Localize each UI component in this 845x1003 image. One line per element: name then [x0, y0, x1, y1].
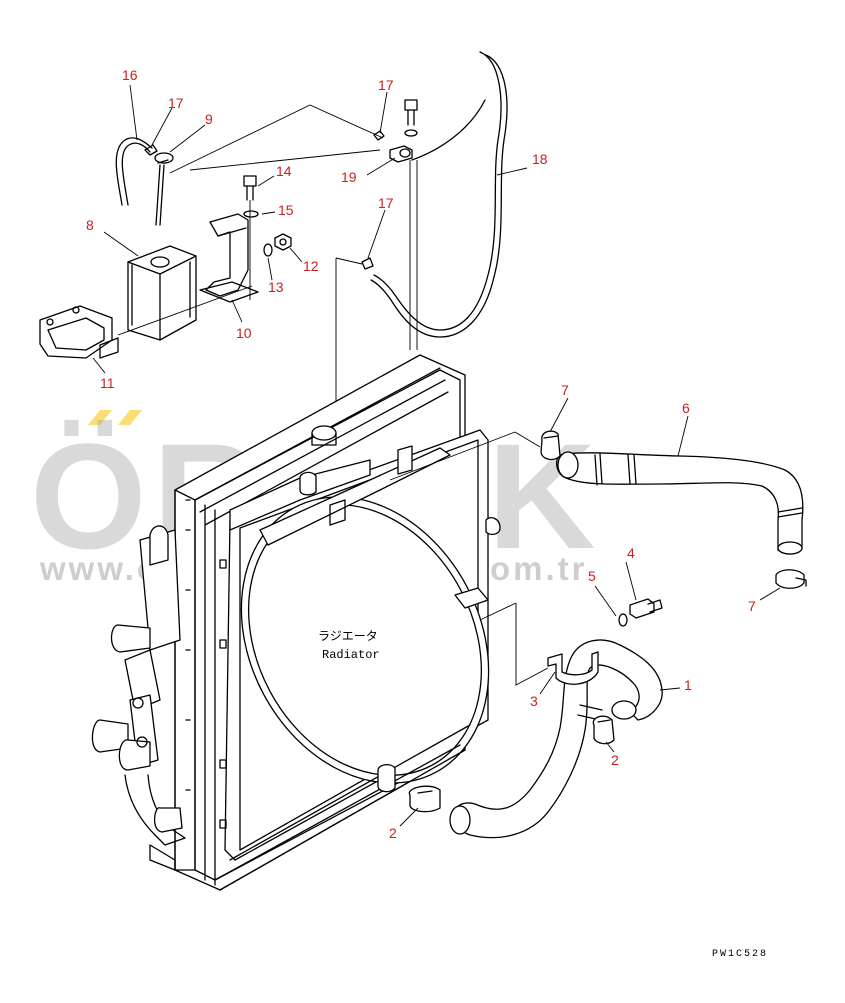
lower-hose-1	[449, 639, 663, 839]
hose-bracket-3	[547, 651, 599, 685]
callout-18: 18	[532, 151, 548, 167]
callout-17-top-left: 17	[168, 95, 184, 111]
callout-3: 3	[530, 693, 538, 709]
clip-17-top-left	[144, 144, 158, 156]
hose-clamp-2-lower	[408, 785, 441, 813]
washer-5	[618, 613, 628, 627]
overflow-hose-16	[115, 137, 153, 206]
bolt-4	[629, 598, 663, 619]
callout-2-lower: 2	[389, 825, 397, 841]
vent-hose-18	[370, 51, 508, 338]
hose-clamp-7-upper	[540, 430, 561, 461]
bracket-11	[39, 305, 119, 359]
callout-8: 8	[86, 217, 94, 233]
bolt-top	[404, 99, 418, 137]
callout-5: 5	[588, 568, 596, 584]
radiator-assembly	[149, 354, 501, 891]
callout-17-mid: 17	[378, 195, 394, 211]
radiator-label-jp: ラジエータ	[318, 629, 378, 643]
callout-1: 1	[684, 677, 692, 693]
washer-13	[263, 243, 273, 257]
callout-2-right: 2	[611, 752, 619, 768]
callout-11: 11	[100, 375, 115, 391]
nut-12	[274, 233, 292, 251]
hose-clamp-7-lower	[775, 569, 807, 589]
callout-19: 19	[341, 169, 357, 185]
callout-13: 13	[268, 279, 284, 295]
washer-15	[243, 210, 259, 218]
callout-16: 16	[122, 67, 138, 83]
callout-12: 12	[303, 258, 319, 274]
clamp-19	[389, 145, 413, 163]
callout-14: 14	[276, 163, 292, 179]
callout-9: 9	[205, 111, 213, 127]
callout-7-upper: 7	[561, 382, 569, 398]
callout-15: 15	[278, 202, 294, 218]
callout-numbers: 16 17 9 17 19 18 14 15 8 17 13 12 10 11 …	[86, 67, 756, 841]
side-pipes	[91, 525, 186, 846]
bracket-10	[199, 213, 259, 303]
bolt-14	[243, 175, 257, 201]
callout-4: 4	[627, 545, 635, 561]
drawing-code: PW1C528	[712, 949, 768, 960]
reservoir-cap-9	[154, 152, 174, 226]
callout-6: 6	[682, 400, 690, 416]
callout-17-top: 17	[378, 77, 394, 93]
callout-10: 10	[236, 325, 252, 341]
hose-clamp-2-right	[592, 715, 615, 745]
callout-7-lower: 7	[748, 598, 756, 614]
radiator-label-en: Radiator	[322, 648, 380, 662]
reservoir-tank-8	[127, 245, 197, 341]
clip-17-top	[373, 130, 385, 141]
callout-leaders	[92, 84, 781, 827]
upper-hose-6	[555, 451, 804, 555]
